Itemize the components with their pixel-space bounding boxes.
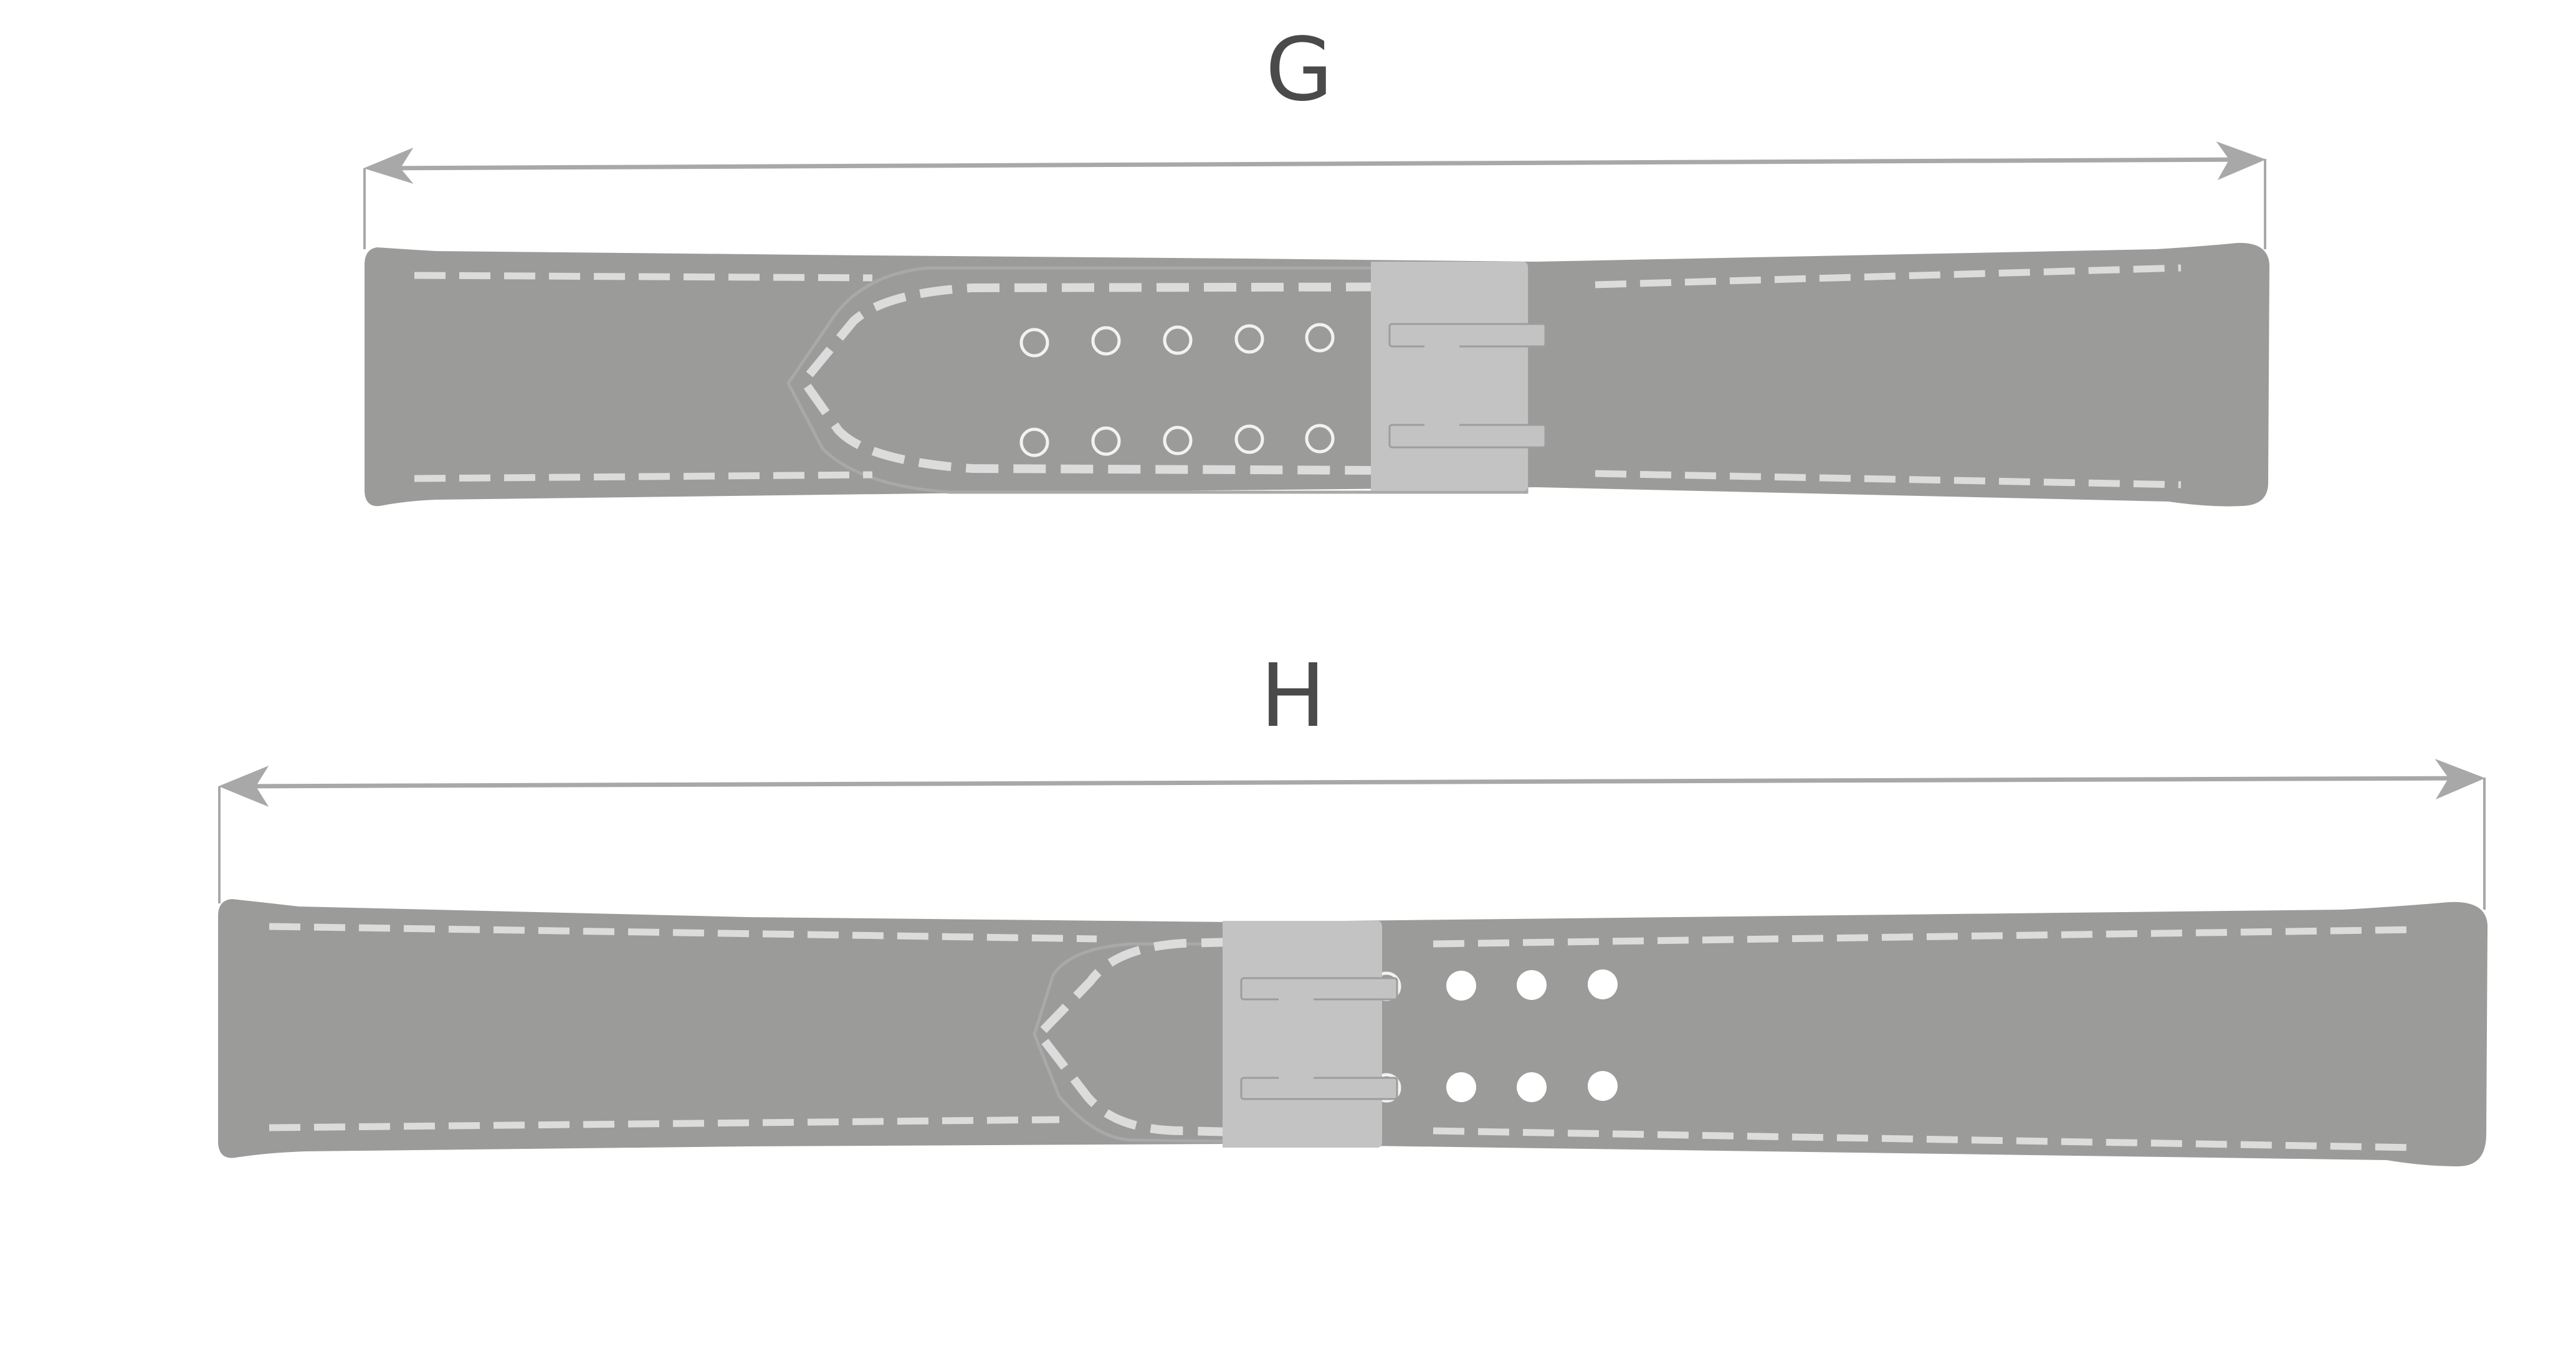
strap-hole <box>1305 323 1335 353</box>
strap-hole <box>1163 325 1193 355</box>
dimension-arrow-h <box>218 758 2486 910</box>
buckle-bar-top <box>1240 977 1398 1001</box>
strap-hole <box>1446 971 1476 1001</box>
strap-hole <box>1019 427 1049 457</box>
strap-g-short-piece <box>1536 242 2269 507</box>
strap-hole <box>1588 969 1618 999</box>
buckle-bar-top <box>1388 323 1547 348</box>
buckle-bar-vertical <box>1279 997 1314 1080</box>
dimension-label-g: G <box>1266 19 1333 121</box>
strap-g-stitching-top-right <box>1595 264 2182 288</box>
strap-hole <box>1163 426 1193 455</box>
strap-h-buckle-h-tongue <box>1240 977 1398 1100</box>
dimension-arrow-g <box>363 141 2266 249</box>
strap-h-stitching-top <box>269 923 1097 943</box>
strap-g-buckle-frame <box>1371 242 1588 523</box>
measure-line-g <box>373 157 2256 171</box>
buckle-bar-vertical <box>1424 344 1459 427</box>
strap-h-holes-filled <box>1446 969 1618 1102</box>
arrowhead-right-h <box>2435 758 2486 800</box>
strap-g-tongue-stitching <box>798 282 1521 475</box>
measure-line-h <box>229 776 2474 789</box>
strap-h-group: H <box>218 645 2488 1173</box>
strap-h-stitching-bottom-right <box>1433 1127 2418 1151</box>
buckle-bar-bottom <box>1388 424 1547 449</box>
strap-g-tongue-outline <box>786 266 1529 494</box>
strap-g-group: G <box>363 19 2269 523</box>
strap-h-stitching-top-right <box>1433 926 2418 948</box>
strap-hole <box>1091 326 1121 356</box>
strap-g-long-piece <box>365 247 1536 507</box>
strap-hole <box>1517 970 1547 1000</box>
strap-hole <box>1517 1072 1547 1102</box>
strap-hole <box>1019 328 1049 358</box>
strap-h-buckle-frame <box>1223 892 1441 1173</box>
strap-g-buckle-h-tongue <box>1388 323 1547 449</box>
strap-h-long-piece <box>218 899 1234 1158</box>
arrowhead-right-g <box>2216 141 2266 181</box>
arrowhead-left-h <box>218 765 269 807</box>
dimension-label-h: H <box>1260 645 1325 747</box>
strap-hole <box>1588 1071 1618 1101</box>
strap-hole <box>1446 1072 1476 1102</box>
strap-g-stitching-bottom-right <box>1595 470 2182 488</box>
strap-h-stitching-bottom <box>269 1116 1060 1131</box>
strap-hole <box>1091 426 1121 456</box>
arrowhead-left-g <box>363 147 414 184</box>
strap-hole <box>1234 424 1264 454</box>
strap-hole <box>1234 324 1264 354</box>
strap-g-stitching-top <box>414 272 873 282</box>
buckle-bar-bottom <box>1240 1077 1398 1100</box>
strap-g-stitching-bottom <box>414 471 873 482</box>
strap-hole <box>1305 424 1335 454</box>
strap-h-short-piece <box>1234 902 2488 1166</box>
